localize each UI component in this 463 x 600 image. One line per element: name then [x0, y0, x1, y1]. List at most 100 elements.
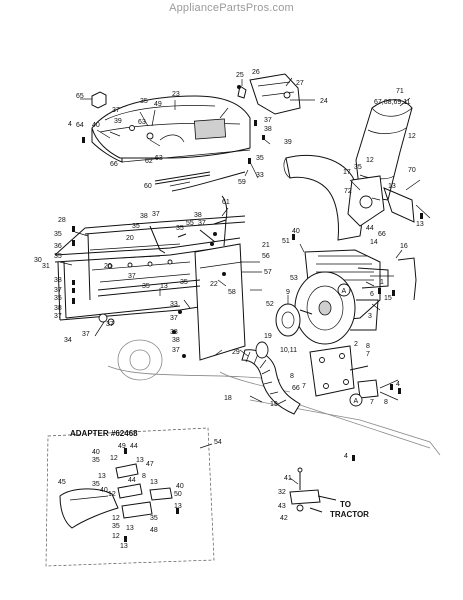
adapter-label-35c: 35: [150, 515, 158, 522]
callout-a-engine: A: [337, 283, 351, 297]
label-58: 58: [228, 289, 236, 296]
label-13b: 13: [416, 221, 424, 228]
flex-hose-part: [241, 349, 301, 415]
adapter-label-40c: 40: [176, 483, 184, 490]
label-62: 62: [145, 158, 153, 165]
label-40a: 40: [92, 122, 100, 129]
label-4b: 4: [396, 381, 400, 388]
label-59: 59: [238, 179, 246, 186]
label-10: 10,11: [280, 347, 297, 354]
label-33c: 33: [170, 329, 178, 336]
adapter-label-44a: 44: [130, 443, 138, 450]
label-38d: 38: [54, 277, 62, 284]
label-22: 22: [210, 281, 218, 288]
label-7b: 7: [302, 383, 306, 390]
label-7a: 7: [366, 351, 370, 358]
label-49: 49: [154, 101, 162, 108]
hose-clamp-part: [255, 341, 269, 359]
label-52: 52: [266, 301, 274, 308]
label-27: 27: [296, 80, 304, 87]
label-16: 16: [400, 243, 408, 250]
label-72: 72: [344, 188, 352, 195]
adapter-label-13f: 13: [120, 543, 128, 550]
adapter-title: ADAPTER #62468: [70, 429, 138, 438]
label-38e: 38: [54, 305, 62, 312]
label-37d: 37: [152, 211, 160, 218]
adapter-label-35a: 35: [92, 457, 100, 464]
label-14: 14: [370, 239, 378, 246]
label-15: 15: [384, 295, 392, 302]
leader-lines: [59, 77, 421, 485]
label-37g: 37: [54, 313, 62, 320]
part-number-labels: 25 24 27 26 71 67,68,69,11 65 23 49 37 3…: [34, 69, 424, 550]
label-39b: 39: [284, 139, 292, 146]
cart-outline-part: [107, 339, 441, 456]
hardware-bolts-part: [72, 85, 423, 461]
label-53: 53: [290, 275, 298, 282]
adapter-label-12a: 12: [110, 455, 118, 462]
label-40b: 40: [292, 228, 300, 235]
label-63b: 63: [155, 155, 163, 162]
label-60: 60: [144, 183, 152, 190]
label-24: 24: [320, 98, 328, 105]
label-64: 64: [76, 122, 84, 129]
label-4a: 4: [68, 121, 72, 128]
hinge-bracket-part: [80, 91, 107, 109]
label-13a: 13: [388, 183, 396, 190]
svg-text:A: A: [354, 398, 359, 405]
label-29: 29: [232, 349, 240, 356]
adapter-label-47: 47: [146, 461, 154, 468]
label-9: 9: [286, 289, 290, 296]
label-35h: 35: [142, 283, 150, 290]
label-65: 65: [76, 93, 84, 100]
adapter-label-50: 50: [174, 491, 182, 498]
label-30: 30: [34, 257, 42, 264]
label-71: 71: [396, 88, 404, 95]
to-tractor-line2: TRACTOR: [330, 510, 369, 519]
engine-part: [294, 249, 394, 345]
label-19a: 19: [264, 333, 272, 340]
u-bracket-part: [397, 257, 417, 301]
label-66c: 66: [292, 385, 300, 392]
label-8c: 8: [384, 399, 388, 406]
label-19b: 19: [270, 401, 278, 408]
label-66b: 66: [378, 231, 386, 238]
adapter-label-12d: 12: [112, 533, 120, 540]
label-6: 6: [370, 291, 374, 298]
adapter-label-35d: 35: [112, 523, 120, 530]
adapter-label-13b: 13: [98, 473, 106, 480]
label-67: 67,68,69,11: [374, 99, 411, 106]
label-8a: 8: [366, 343, 370, 350]
curved-tube-part: [283, 155, 363, 241]
label-20b: 20: [104, 263, 112, 270]
label-12a: 12: [408, 133, 416, 140]
label-66a: 66: [110, 161, 118, 168]
label-35a: 35: [140, 98, 148, 105]
label-38f: 38: [172, 337, 180, 344]
label-33a: 33: [256, 172, 264, 179]
adapter-label-40b: 40: [100, 487, 108, 494]
label-38a: 38: [264, 126, 272, 133]
adapter-label-13a: 13: [136, 457, 144, 464]
label-8b: 8: [290, 373, 294, 380]
label-56: 56: [262, 253, 270, 260]
label-23: 23: [172, 91, 180, 98]
label-37a: 37: [112, 107, 120, 114]
label-35i: 35: [180, 279, 188, 286]
label-35f: 35: [54, 231, 62, 238]
label-63a: 63: [138, 119, 146, 126]
adapter-label-49: 49: [118, 443, 126, 450]
tractor-hitch-part: [289, 467, 337, 513]
label-37f: 37: [54, 287, 62, 294]
to-tractor-line1: TO: [340, 500, 351, 509]
label-34: 34: [64, 337, 72, 344]
label-35d: 35: [132, 223, 140, 230]
label-37h: 37: [170, 315, 178, 322]
label-17: 17: [343, 169, 351, 176]
label-44a: 44: [366, 225, 374, 232]
label-37b: 37: [264, 117, 272, 124]
label-20a: 20: [126, 235, 134, 242]
adapter-label-8: 8: [142, 473, 146, 480]
callout-a-plate: A: [349, 393, 363, 407]
